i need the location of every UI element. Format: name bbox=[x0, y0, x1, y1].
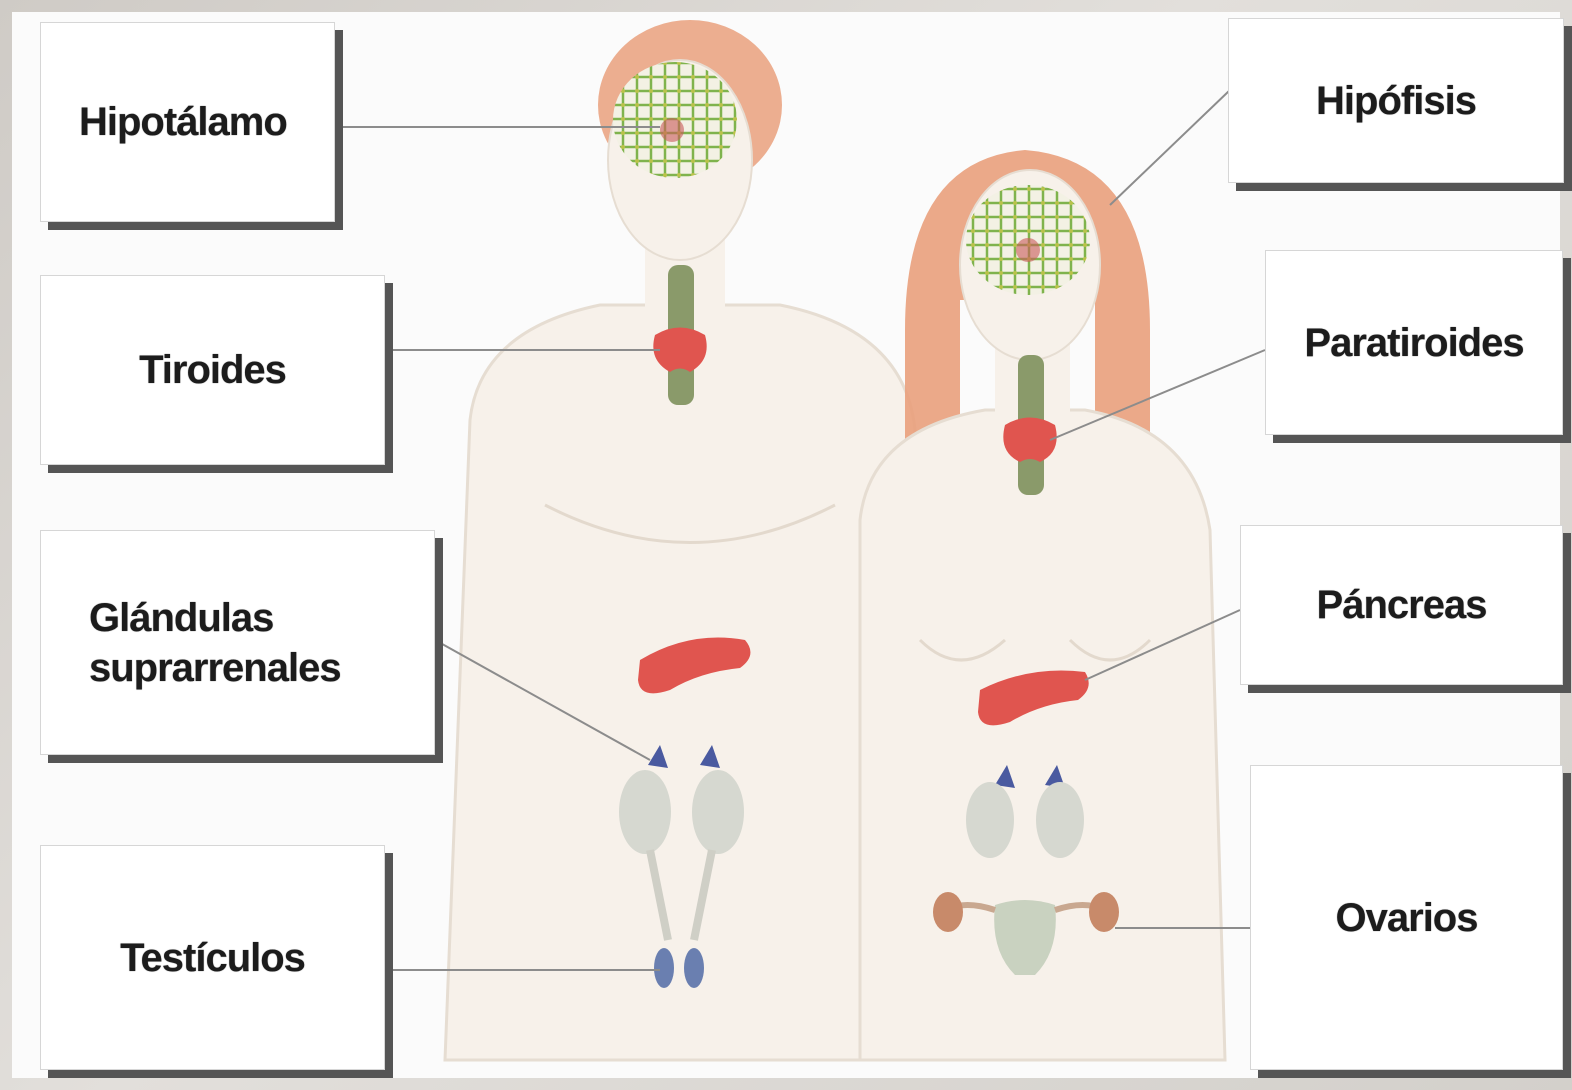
label-box-hipotalamo: Hipotálamo bbox=[40, 22, 335, 222]
male-torso bbox=[445, 305, 930, 1060]
leader-hipofisis bbox=[1110, 90, 1230, 205]
male-kidney-right bbox=[692, 770, 744, 854]
label-glandulas-suprarrenales: Glándulas suprarrenales bbox=[89, 593, 341, 693]
male-testis-right bbox=[684, 948, 704, 988]
label-box-glandulas: Glándulas suprarrenales bbox=[40, 530, 435, 755]
label-paratiroides: Paratiroides bbox=[1304, 318, 1523, 368]
label-pancreas: Páncreas bbox=[1317, 580, 1487, 630]
male-thyroid bbox=[653, 328, 706, 373]
female-kidney-left bbox=[966, 782, 1014, 858]
female-pituitary bbox=[1016, 238, 1040, 262]
female-ovary-right bbox=[1089, 892, 1119, 932]
female-ovary-left bbox=[933, 892, 963, 932]
label-box-ovarios: Ovarios bbox=[1250, 765, 1563, 1070]
label-box-paratiroides: Paratiroides bbox=[1265, 250, 1563, 435]
label-box-tiroides: Tiroides bbox=[40, 275, 385, 465]
label-ovarios: Ovarios bbox=[1336, 893, 1478, 943]
label-hipofisis: Hipófisis bbox=[1316, 76, 1476, 126]
label-box-testiculos: Testículos bbox=[40, 845, 385, 1070]
label-box-pancreas: Páncreas bbox=[1240, 525, 1563, 685]
leader-paratiroides bbox=[1050, 350, 1265, 440]
female-figure bbox=[860, 150, 1225, 1060]
label-hipotalamo: Hipotálamo bbox=[79, 97, 287, 147]
male-kidney-left bbox=[619, 770, 671, 854]
label-box-hipofisis: Hipófisis bbox=[1228, 18, 1564, 183]
male-figure bbox=[445, 20, 930, 1060]
label-testiculos: Testículos bbox=[120, 933, 305, 983]
female-thyroid bbox=[1003, 418, 1056, 463]
male-hypothalamus bbox=[660, 118, 684, 142]
male-testis-left bbox=[654, 948, 674, 988]
female-kidney-right bbox=[1036, 782, 1084, 858]
label-tiroides: Tiroides bbox=[139, 345, 286, 395]
